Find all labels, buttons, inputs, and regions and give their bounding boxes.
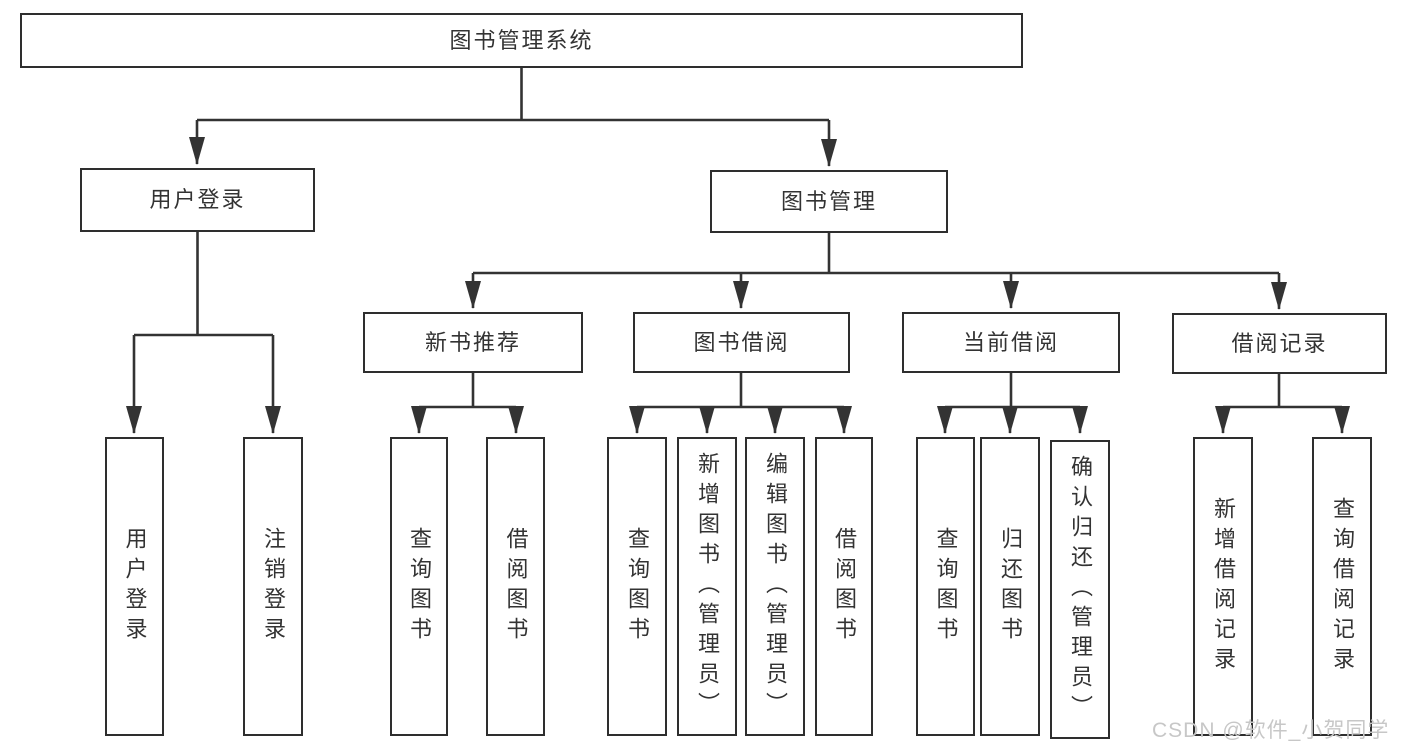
leaf-user-login-label: 用户登录	[122, 526, 148, 647]
leaf-bb-add-books-admin: 新增图书（管理员）	[677, 437, 737, 736]
leaf-br-add-record: 新增借阅记录	[1193, 437, 1253, 736]
leaf-cb-return-books-label: 归还图书	[998, 526, 1023, 647]
node-borrow-records: 借阅记录	[1172, 313, 1387, 374]
leaf-cb-confirm-return-admin-label: 确认归还（管理员）	[1068, 454, 1093, 725]
node-root: 图书管理系统	[20, 13, 1023, 68]
leaf-br-query-record: 查询借阅记录	[1312, 437, 1372, 736]
leaf-logout: 注销登录	[243, 437, 303, 736]
node-book-borrow: 图书借阅	[633, 312, 850, 373]
node-current-borrow-label: 当前借阅	[962, 329, 1059, 355]
node-new-book-recommend-label: 新书推荐	[424, 329, 521, 355]
leaf-nb-borrow-books: 借阅图书	[486, 437, 545, 736]
leaf-nb-query-books-label: 查询图书	[407, 526, 432, 647]
leaf-bb-add-books-admin-label: 新增图书（管理员）	[695, 451, 720, 722]
leaf-nb-query-books: 查询图书	[390, 437, 448, 736]
leaf-bb-query-books-label: 查询图书	[625, 526, 650, 647]
node-borrow-records-label: 借阅记录	[1231, 330, 1328, 356]
node-book-management-label: 图书管理	[780, 188, 877, 214]
leaf-bb-edit-books-admin-label: 编辑图书（管理员）	[763, 451, 788, 722]
leaf-bb-query-books: 查询图书	[607, 437, 667, 736]
node-book-management: 图书管理	[710, 170, 948, 233]
leaf-cb-query-books: 查询图书	[916, 437, 975, 736]
leaf-bb-borrow-books: 借阅图书	[815, 437, 873, 736]
leaf-bb-borrow-books-label: 借阅图书	[832, 526, 857, 647]
node-book-borrow-label: 图书借阅	[693, 329, 790, 355]
node-new-book-recommend: 新书推荐	[363, 312, 583, 373]
node-user-login-label: 用户登录	[149, 187, 246, 212]
node-current-borrow: 当前借阅	[902, 312, 1120, 373]
leaf-bb-edit-books-admin: 编辑图书（管理员）	[745, 437, 805, 736]
leaf-cb-return-books: 归还图书	[980, 437, 1040, 736]
node-user-login: 用户登录	[80, 168, 315, 232]
leaf-cb-confirm-return-admin: 确认归还（管理员）	[1050, 440, 1110, 739]
csdn-watermark: CSDN @软件_小贺同学	[1152, 719, 1390, 742]
leaf-cb-query-books-label: 查询图书	[933, 526, 959, 647]
leaf-br-query-record-label: 查询借阅记录	[1330, 496, 1355, 677]
leaf-br-add-record-label: 新增借阅记录	[1211, 496, 1236, 677]
node-root-label: 图书管理系统	[449, 27, 594, 53]
leaf-logout-label: 注销登录	[261, 526, 286, 647]
leaf-nb-borrow-books-label: 借阅图书	[503, 526, 529, 647]
leaf-user-login: 用户登录	[105, 437, 164, 736]
